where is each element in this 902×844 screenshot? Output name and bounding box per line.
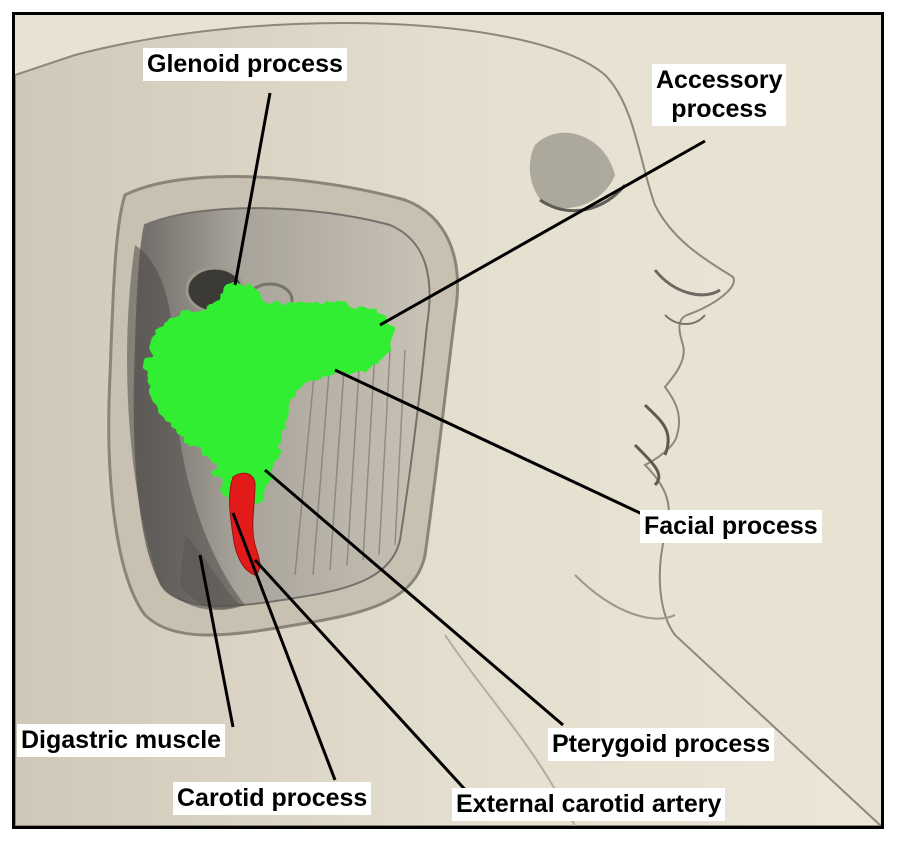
- muscle-striations: [294, 349, 406, 576]
- accessory-process-label: Accessory process: [652, 64, 787, 126]
- leader-glenoid: [233, 92, 272, 286]
- glenoid-process-label: Glenoid process: [143, 48, 347, 81]
- figure-frame: Glenoid process Accessory process Facial…: [12, 12, 884, 829]
- accessory-process-label-line1: Accessory: [656, 66, 783, 94]
- anatomical-illustration: [15, 15, 881, 826]
- digastric-muscle-shape: [180, 535, 240, 609]
- nostril: [664, 314, 706, 325]
- pterygoid-process-label: Pterygoid process: [548, 728, 775, 761]
- lips: [633, 403, 670, 487]
- leader-external-carotid: [253, 558, 472, 797]
- carotid-process-label: Carotid process: [173, 782, 372, 815]
- nose-line: [653, 269, 721, 297]
- accessory-process-label-line2: process: [671, 95, 768, 123]
- leader-carotid: [231, 512, 337, 781]
- leader-pterygoid: [264, 468, 564, 727]
- external-carotid-artery-label: External carotid artery: [452, 788, 726, 821]
- leader-accessory: [379, 139, 706, 327]
- facial-process-label: Facial process: [640, 510, 822, 543]
- eye-socket: [529, 132, 615, 209]
- chin-jaw-line: [574, 574, 676, 620]
- digastric-muscle-label: Digastric muscle: [17, 724, 226, 757]
- leader-lines: [198, 92, 706, 797]
- leader-facial: [334, 368, 656, 522]
- parotid-gland: [146, 282, 394, 513]
- leader-digastric: [198, 554, 235, 728]
